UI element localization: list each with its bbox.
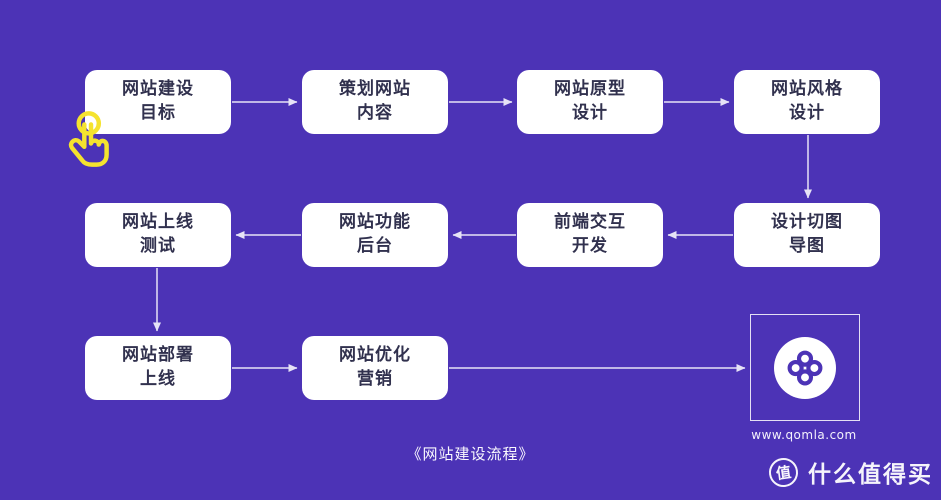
flow-node-slice: 设计切图 导图: [734, 203, 880, 267]
flow-node-label: 目标: [140, 103, 176, 123]
flow-node-label: 导图: [789, 236, 825, 256]
flow-node-label: 后台: [357, 236, 393, 256]
watermark-text: 什么值得买: [808, 462, 933, 488]
flow-node-label: 策划网站: [339, 79, 411, 100]
flow-node-label: 网站原型: [554, 79, 626, 100]
flow-node-label: 前端交互: [554, 212, 626, 233]
flow-node-frontend: 前端交互 开发: [517, 203, 663, 267]
flow-node-label: 网站部署: [122, 345, 194, 366]
flow-node-deploy: 网站部署 上线: [85, 336, 231, 400]
brand-website-url: www.qomla.com: [751, 428, 857, 442]
clover-swirl-icon: [787, 350, 823, 385]
flow-node-label: 网站优化: [339, 345, 411, 366]
flow-node-label: 网站建设: [122, 79, 194, 100]
flow-node-style: 网站风格 设计: [734, 70, 880, 134]
brand-logo-circle: [774, 336, 836, 399]
flow-node-label: 测试: [140, 236, 176, 256]
flow-node-label: 内容: [357, 103, 393, 123]
flow-node-label: 上线: [140, 369, 176, 389]
flow-node-test: 网站上线 测试: [85, 203, 231, 267]
tap-hand-icon: [64, 110, 118, 168]
flow-node-prototype: 网站原型 设计: [517, 70, 663, 134]
flow-node-backend: 网站功能 后台: [302, 203, 448, 267]
flow-node-label: 网站功能: [339, 212, 411, 233]
brand-logo-box: [750, 314, 860, 421]
flow-node-label: 开发: [572, 236, 608, 256]
flow-node-label: 设计: [789, 103, 825, 123]
flow-node-label: 营销: [357, 369, 393, 389]
flow-node-label: 网站风格: [771, 79, 843, 100]
flow-node-label: 设计: [572, 103, 608, 123]
diagram-caption: 《网站建设流程》: [406, 445, 535, 463]
flow-node-goal: 网站建设 目标: [85, 70, 231, 134]
watermark-badge-icon: 值: [767, 455, 800, 489]
flow-node-label: 设计切图: [771, 212, 843, 233]
flow-node-marketing: 网站优化 营销: [302, 336, 448, 400]
flow-node-plan: 策划网站 内容: [302, 70, 448, 134]
watermark: 值 什么值得买: [767, 455, 933, 489]
flow-node-label: 网站上线: [122, 212, 194, 233]
